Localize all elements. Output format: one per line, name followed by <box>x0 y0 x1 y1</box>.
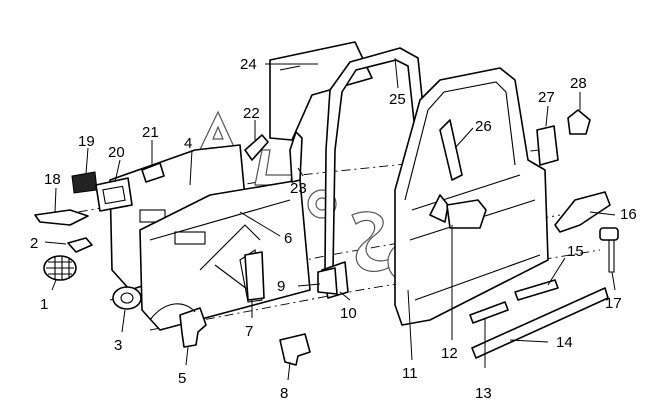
inner-handle-escutcheon <box>67 237 93 253</box>
belt-moulding <box>244 134 269 161</box>
callout-1: 1 <box>40 296 48 313</box>
trim-armrest <box>174 231 206 245</box>
callout-14: 14 <box>556 334 573 351</box>
callout-13: 13 <box>475 385 492 402</box>
lock-knob <box>149 303 207 348</box>
callout-28: 28 <box>570 75 587 92</box>
callout-25: 25 <box>389 91 406 108</box>
callout-24: 24 <box>240 56 257 73</box>
callout-21: 21 <box>142 124 159 141</box>
callout-18: 18 <box>44 171 61 188</box>
lower-bracket <box>279 333 311 366</box>
callout-17: 17 <box>605 295 622 312</box>
inner-door-handle <box>34 209 89 226</box>
door-window-glass <box>269 41 373 141</box>
callout-9: 9 <box>277 278 285 295</box>
door-emblem <box>514 279 559 301</box>
handle-bezel <box>95 177 133 212</box>
callout-6: 6 <box>284 230 292 247</box>
callout-23: 23 <box>290 180 307 197</box>
callout-3: 3 <box>114 337 122 354</box>
callout-10: 10 <box>340 305 357 322</box>
bezel-inset <box>102 185 126 205</box>
door-window-opening <box>404 81 516 201</box>
small-moulding-strip <box>469 301 509 324</box>
callout-22: 22 <box>243 105 260 122</box>
panel-pocket <box>139 209 166 223</box>
trim-edge <box>149 199 291 241</box>
door-check-link <box>554 191 611 233</box>
callout-11: 11 <box>402 365 418 382</box>
regulator-bracket <box>244 251 265 301</box>
callout-4: 4 <box>184 135 192 152</box>
callout-5: 5 <box>178 370 186 387</box>
door-trim-panel <box>139 179 311 331</box>
callout-labels: 1 2 3 4 5 6 7 8 9 10 11 12 13 14 15 16 1… <box>30 56 637 402</box>
armrest-cap <box>141 162 165 183</box>
door-bumper <box>567 109 591 135</box>
door-striker <box>536 125 559 166</box>
callout-12: 12 <box>441 345 458 362</box>
callout-2: 2 <box>30 235 38 252</box>
callout-27: 27 <box>538 89 555 106</box>
callout-8: 8 <box>280 385 288 402</box>
window-crank-handle <box>112 286 142 310</box>
glass-shine <box>279 65 301 71</box>
lock-cylinder <box>599 227 619 273</box>
callout-20: 20 <box>108 144 125 161</box>
speaker-grille <box>43 255 77 281</box>
power-switch <box>71 171 98 194</box>
callout-7: 7 <box>245 323 253 340</box>
door-shell <box>394 67 549 326</box>
division-channel <box>439 119 463 181</box>
body-side-moulding <box>471 287 609 359</box>
hinge-bracket <box>317 267 338 295</box>
leader-lines <box>44 57 616 381</box>
callout-15: 15 <box>567 243 584 260</box>
callout-19: 19 <box>78 133 95 150</box>
callout-26: 26 <box>475 118 492 135</box>
outside-mirror-head <box>446 199 487 229</box>
callout-16: 16 <box>620 206 637 223</box>
